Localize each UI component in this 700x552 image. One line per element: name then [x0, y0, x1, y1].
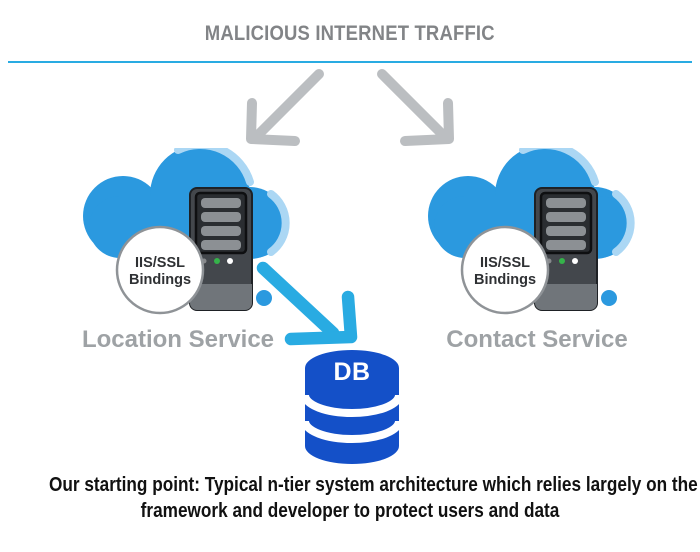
caption-line2: framework and developer to protect users… [140, 500, 560, 522]
badge-circle [460, 225, 550, 315]
db-stripe [301, 420, 403, 443]
caption: Our starting point: Typical n-tier syste… [0, 472, 700, 524]
server-icon [189, 187, 253, 311]
badge-circle [115, 225, 205, 315]
attack-arrow-right-icon [377, 69, 454, 146]
badge-line2: Bindings [129, 272, 191, 288]
cloud-highlight [612, 190, 635, 256]
badge-line1: IIS/SSL [480, 255, 530, 271]
db-label: DB [333, 358, 370, 386]
malicious-traffic-title: MALICIOUS INTERNET TRAFFIC [0, 22, 700, 46]
server-icon [534, 187, 598, 311]
iis-ssl-bindings-badge: IIS/SSL Bindings [115, 225, 205, 315]
server-slat [201, 212, 241, 222]
database-group: DB [301, 348, 403, 466]
caption-line1: Our starting point: Typical n-tier syste… [49, 474, 698, 496]
status-led-white [227, 258, 233, 264]
server-slat [546, 198, 586, 208]
server-slat [201, 240, 241, 250]
server-slat [201, 198, 241, 208]
server-base [535, 284, 597, 310]
server-slat [201, 226, 241, 236]
badge-line2: Bindings [474, 272, 536, 288]
status-led-white [572, 258, 578, 264]
location-service-group: IIS/SSL Bindings Location Service [75, 141, 325, 363]
cloud-puff-small [256, 290, 272, 306]
server-base [190, 284, 252, 310]
contact-service-group: IIS/SSL Bindings Contact Service [420, 141, 670, 363]
location-service-label: Location Service [81, 326, 275, 353]
status-led-green [214, 258, 220, 264]
database-icon: DB [301, 350, 403, 464]
server-slat [546, 226, 586, 236]
contact-service-art: IIS/SSL Bindings [428, 141, 635, 315]
contact-service-label: Contact Service [446, 326, 628, 353]
malicious-traffic-title-text: MALICIOUS INTERNET TRAFFIC [205, 22, 495, 45]
server-slat [546, 212, 586, 222]
badge-line1: IIS/SSL [135, 255, 185, 271]
attack-arrow-left-icon [246, 69, 324, 146]
cloud-highlight [267, 190, 290, 256]
cloud-puff-small [601, 290, 617, 306]
server-slat [546, 240, 586, 250]
status-led-green [559, 258, 565, 264]
location-service-art: IIS/SSL Bindings [83, 141, 290, 315]
db-stripe [301, 394, 403, 417]
iis-ssl-bindings-badge: IIS/SSL Bindings [460, 225, 550, 315]
internet-boundary-line [8, 61, 692, 63]
